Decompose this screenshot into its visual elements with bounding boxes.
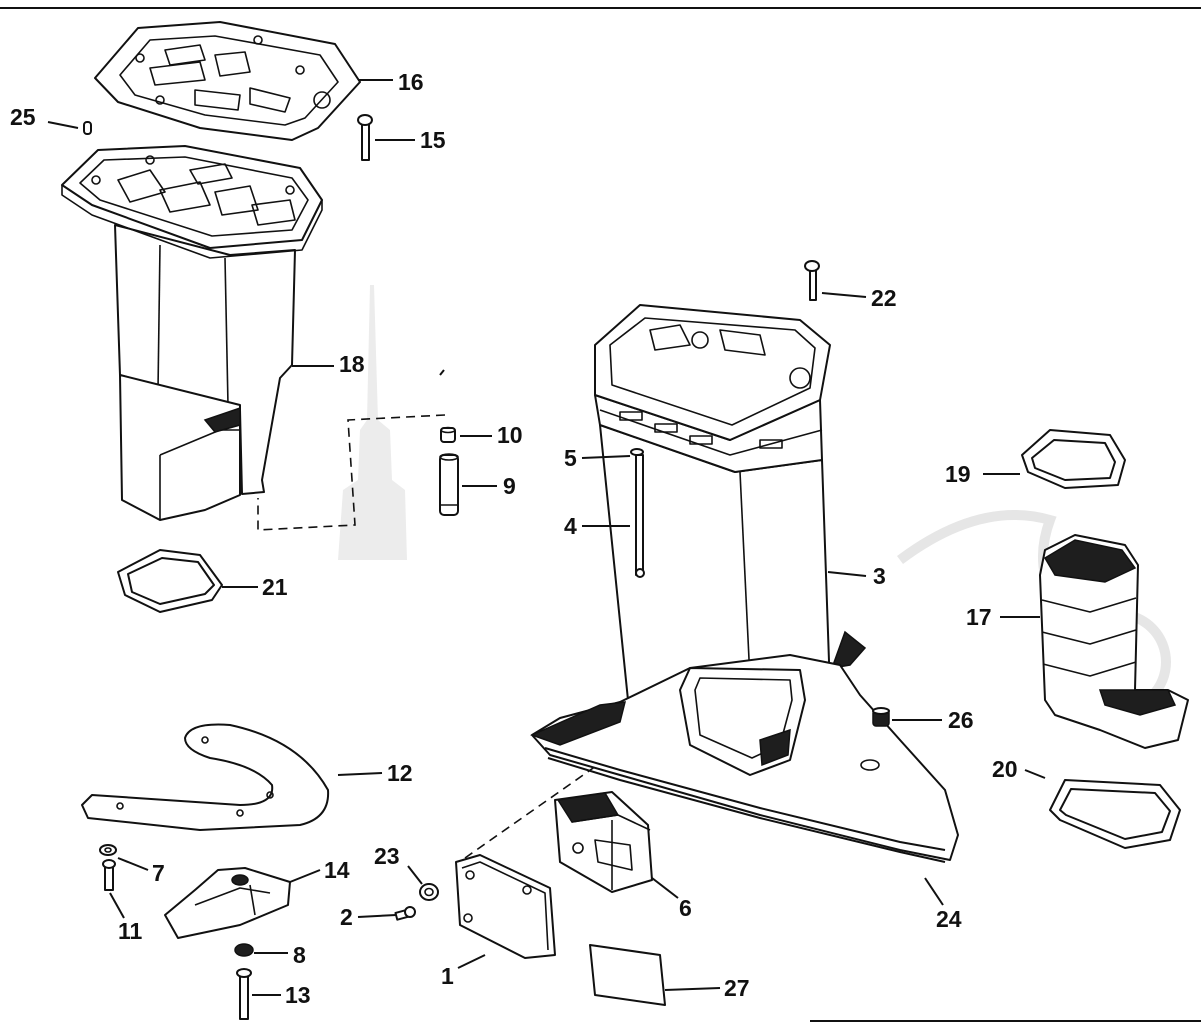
washer-8 xyxy=(234,943,254,957)
callout-15: 15 xyxy=(420,127,446,153)
screw-2 xyxy=(394,906,416,921)
plate-12 xyxy=(81,723,330,831)
callout-22: 22 xyxy=(871,285,897,311)
callout-6: 6 xyxy=(679,895,692,921)
mount-6 xyxy=(554,791,653,893)
leader-line-24 xyxy=(924,877,944,906)
leader-line-7 xyxy=(117,857,149,871)
alignment-line-left xyxy=(257,414,446,531)
screw-11 xyxy=(102,859,116,891)
callout-26: 26 xyxy=(948,707,974,733)
decal-27 xyxy=(589,944,666,1006)
exhaust-tube-17 xyxy=(1039,534,1189,749)
callout-7: 7 xyxy=(152,860,165,886)
leader-line-20 xyxy=(1024,769,1046,779)
bolt-22 xyxy=(804,260,820,301)
callout-13: 13 xyxy=(285,982,311,1008)
cap-10 xyxy=(440,426,456,443)
leader-line-3 xyxy=(827,571,867,577)
leader-line-6 xyxy=(651,877,679,899)
leader-line-1 xyxy=(457,954,486,969)
leader-line-12 xyxy=(337,772,383,776)
rod-4 xyxy=(635,454,645,578)
exhaust-housing-3 xyxy=(529,304,959,861)
callout-8: 8 xyxy=(293,942,306,968)
callout-4: 4 xyxy=(564,513,577,539)
callout-1: 1 xyxy=(441,963,454,989)
callout-16: 16 xyxy=(398,69,424,95)
plug-26 xyxy=(872,707,890,727)
callout-14: 14 xyxy=(324,857,350,883)
callout-21: 21 xyxy=(262,574,288,600)
callout-5: 5 xyxy=(564,445,577,471)
alignment-mark xyxy=(439,369,445,376)
sleeve-9 xyxy=(439,453,459,516)
washer-7 xyxy=(99,844,117,856)
leader-line-27 xyxy=(664,987,721,991)
gasket-21 xyxy=(117,549,223,613)
callout-10: 10 xyxy=(497,422,523,448)
callout-27: 27 xyxy=(724,975,750,1001)
callout-11: 11 xyxy=(118,918,143,944)
seal-strip-24 xyxy=(544,747,946,863)
callout-23: 23 xyxy=(374,843,400,869)
bolt-13 xyxy=(236,968,252,1020)
bracket-14 xyxy=(164,867,291,939)
callout-2: 2 xyxy=(340,904,353,930)
leader-line-22 xyxy=(821,292,867,298)
leader-line-14 xyxy=(289,869,321,883)
dowel-pin-25 xyxy=(83,121,92,135)
bolt-15 xyxy=(357,114,373,161)
exhaust-adapter-18 xyxy=(61,145,323,521)
gasket-19 xyxy=(1021,429,1126,489)
callout-19: 19 xyxy=(945,461,971,487)
cover-1 xyxy=(455,854,556,959)
leader-line-23 xyxy=(407,865,423,885)
leader-line-11 xyxy=(109,892,125,919)
washer-5 xyxy=(630,448,644,456)
gasket-16 xyxy=(94,21,361,141)
callout-17: 17 xyxy=(966,604,992,630)
callout-25: 25 xyxy=(10,104,36,130)
leader-line-25 xyxy=(47,121,79,129)
gasket-20 xyxy=(1049,779,1181,849)
callout-9: 9 xyxy=(503,473,516,499)
leader-line-5 xyxy=(581,455,631,459)
washer-23 xyxy=(419,883,439,901)
callout-18: 18 xyxy=(339,351,365,377)
leader-line-2 xyxy=(357,914,397,918)
callout-24: 24 xyxy=(936,906,962,932)
callout-3: 3 xyxy=(873,563,886,589)
callout-12: 12 xyxy=(387,760,413,786)
callout-20: 20 xyxy=(992,756,1018,782)
